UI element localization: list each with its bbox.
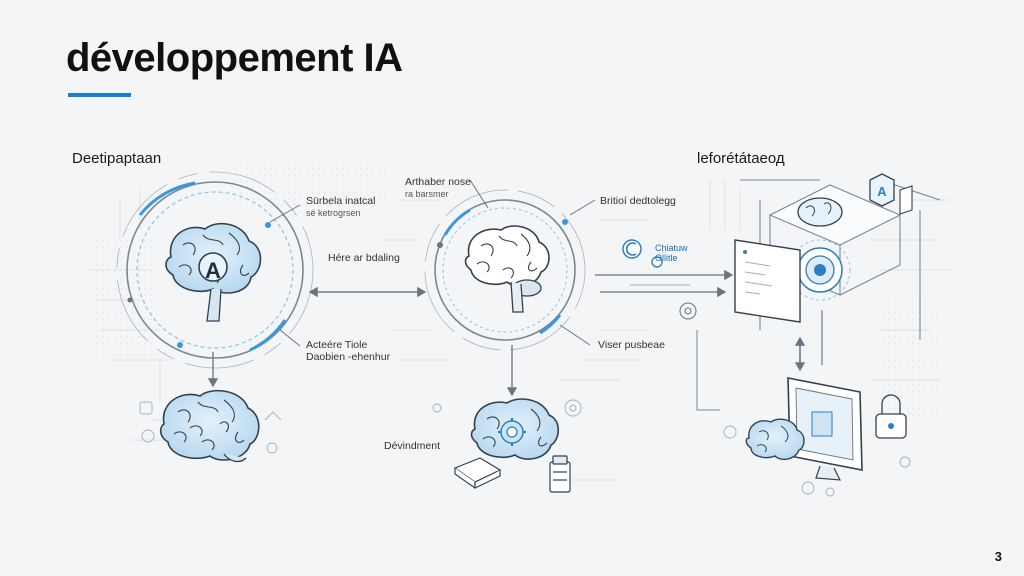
center-circle-frame (424, 189, 586, 351)
page-number: 3 (994, 549, 1002, 564)
server-icon (453, 455, 571, 493)
label-center-top: Arthaber nose ra barsmer (405, 176, 471, 199)
left-section-heading: Deetipaptaan (72, 150, 162, 167)
brain-icon (797, 197, 843, 227)
brain-icon (464, 225, 550, 313)
gear-icon (498, 418, 526, 446)
label-center-bottom-right: Viser pusbeae (598, 339, 665, 351)
label-left-bottom: Acteére Tiole Daobien -ehenhur (306, 339, 391, 363)
label-right-badge: Chiatuw Ollitle (655, 243, 688, 263)
brain-icon (165, 222, 262, 322)
label-center-arrow: Hére ar bdaling (328, 252, 400, 264)
lock-icon (875, 394, 907, 439)
ai-badge-icon: A (869, 173, 895, 207)
label-center-bottom: Dévindment (384, 440, 441, 452)
left-circle-frame (116, 171, 314, 369)
page-title: développement IA (66, 36, 403, 80)
title-underline (68, 93, 131, 97)
right-section-heading: leforétátaeод (697, 150, 785, 167)
badge-icon (622, 239, 663, 268)
brain-icon (745, 418, 805, 461)
brain-icon (159, 389, 260, 463)
tablet-screen (734, 239, 801, 323)
svg-text:A: A (877, 184, 887, 199)
monitor-icon (787, 377, 863, 481)
label-center-right-top: Britioí dedtolegg (600, 195, 676, 207)
label-left-top: Sürbela inatcal sé ketrogrsen (306, 195, 376, 218)
brain-letter: A (205, 258, 221, 283)
